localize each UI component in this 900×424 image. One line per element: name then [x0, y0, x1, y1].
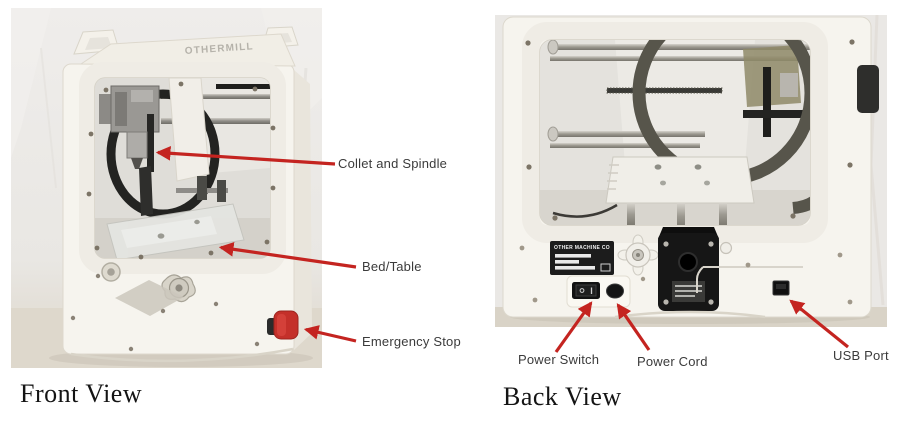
front-window-frame: [79, 62, 286, 274]
stepper-motor: [658, 227, 719, 311]
floor-cable: [552, 203, 618, 218]
front-view-illustration: OTHERMILL: [11, 8, 322, 368]
front-view-photo: OTHERMILL: [11, 8, 322, 368]
bed-table-label: Bed/Table: [362, 259, 422, 274]
back-view-caption: Back View: [503, 382, 622, 411]
spec-label-plate: OTHER MACHINE CO: [550, 241, 614, 275]
emergency-stop-label: Emergency Stop: [362, 334, 461, 349]
usb-recess-groove: [696, 266, 803, 293]
back-view-photo: OTHER MACHINE CO: [495, 15, 887, 327]
x-rail-rods: [161, 94, 270, 99]
diamond-badge: [115, 280, 184, 316]
othermill-logo: OTHERMILL: [184, 41, 254, 57]
front-window-interior: [95, 78, 270, 258]
side-handle: [857, 65, 879, 113]
front-view-caption: Front View: [20, 379, 143, 408]
panel-screws: [70, 273, 260, 352]
frame-screws: [86, 81, 276, 260]
spindle-carriage: [99, 85, 160, 172]
collet-tip: [131, 158, 143, 169]
front-lower-panel: [70, 262, 294, 363]
clamp-fixtures: [197, 176, 226, 202]
power-cord-label: Power Cord: [637, 354, 708, 369]
power-cord-socket: [606, 283, 624, 299]
collet-and-spindle-label: Collet and Spindle: [338, 156, 448, 171]
usb-port: [772, 280, 790, 296]
mid-rail-rods: [547, 126, 705, 148]
plate-title: OTHER MACHINE CO: [554, 245, 610, 251]
threaded-rod: [607, 88, 722, 93]
back-view-illustration: OTHER MACHINE CO: [495, 15, 887, 327]
usb-port-label: USB Port: [833, 348, 889, 363]
back-frame-screws: [525, 39, 855, 221]
spindle-body: [126, 131, 148, 159]
bed-platform-back: [605, 156, 755, 225]
back-window-interior: [540, 40, 810, 225]
top-dark-bar: [216, 84, 270, 89]
small-port-circle: [719, 241, 733, 255]
back-panel: OTHER MACHINE CO: [519, 227, 853, 319]
emergency-stop-button: [267, 310, 299, 340]
bearing-mount: [617, 234, 659, 276]
power-switch-label: Power Switch: [518, 352, 600, 367]
dark-post: [139, 166, 153, 216]
right-bracket-assembly: [743, 45, 810, 137]
z-slot-bar: [147, 114, 154, 172]
upper-rail-rods: [547, 40, 810, 61]
